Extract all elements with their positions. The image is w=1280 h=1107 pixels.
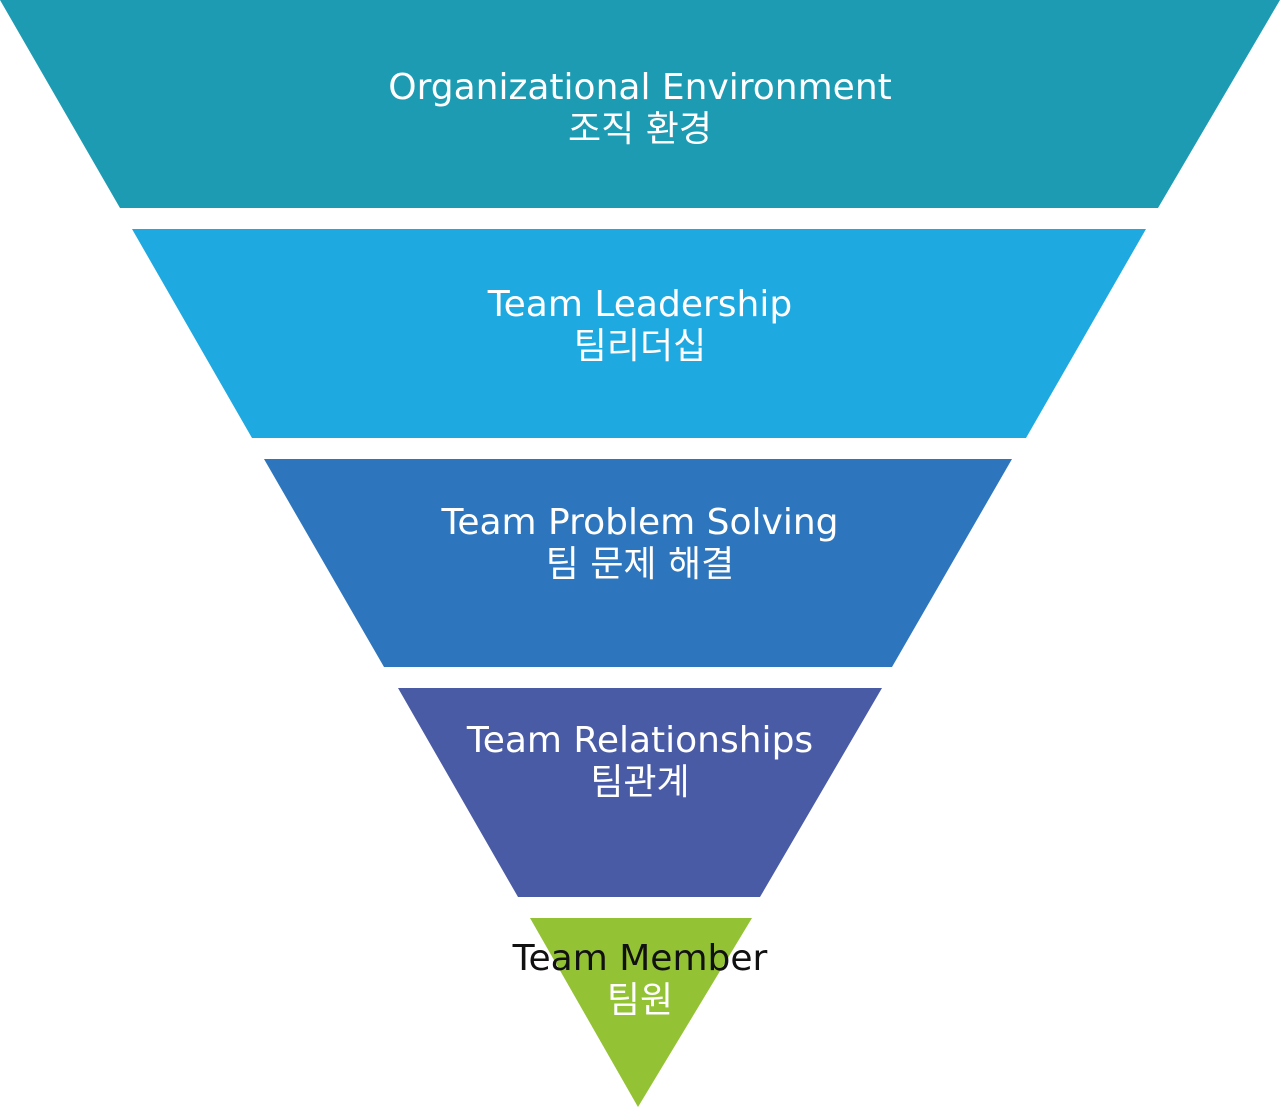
layer-title-ko: 팀관계: [590, 762, 690, 804]
layer-title-ko: 조직 환경: [568, 109, 712, 151]
layer-team-problem-solving: [264, 459, 1012, 667]
layer-label-organizational-environment: Organizational Environment 조직 환경: [0, 67, 1280, 152]
layer-title-en: Organizational Environment: [388, 67, 892, 108]
layer-title-ko: 팀원: [606, 980, 674, 1022]
layer-title-en: Team Relationships: [466, 720, 814, 761]
layer-title-en: Team Member: [512, 938, 768, 979]
layer-label-team-relationships: Team Relationships 팀관계: [0, 720, 1280, 805]
layer-label-team-problem-solving: Team Problem Solving 팀 문제 해결: [0, 502, 1280, 587]
layer-label-team-leadership: Team Leadership 팀리더십: [0, 284, 1280, 369]
layer-title-en: Team Problem Solving: [441, 502, 839, 543]
layer-team-relationships: [398, 688, 882, 897]
layer-team-leadership: [132, 229, 1146, 438]
layer-label-team-member: Team Member 팀원: [0, 938, 1280, 1023]
layer-team-member: [530, 918, 752, 1107]
layer-organizational-environment: [0, 0, 1280, 208]
layer-title-en: Team Leadership: [487, 284, 793, 325]
layer-title-ko: 팀 문제 해결: [545, 544, 735, 586]
layer-title-ko: 팀리더십: [573, 326, 707, 368]
